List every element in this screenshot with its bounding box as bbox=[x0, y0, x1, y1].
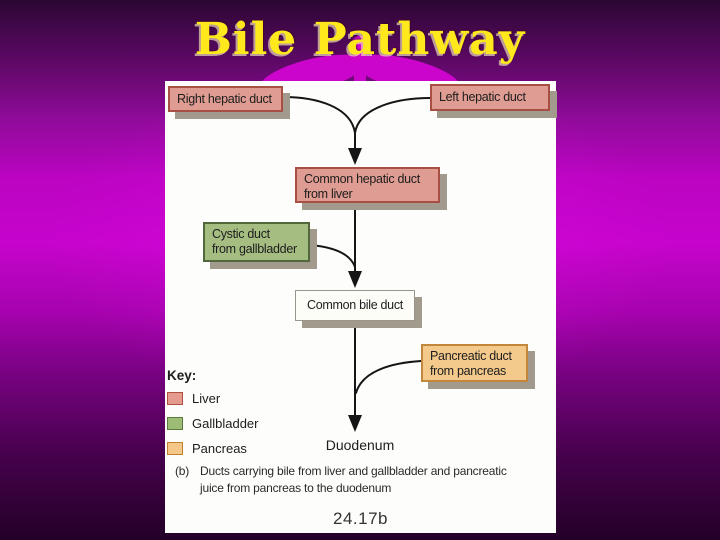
key-item-gallbladder: Gallbladder bbox=[167, 415, 259, 431]
caption-text: Ducts carrying bile from liver and gallb… bbox=[200, 463, 507, 496]
node-label-line1: Cystic duct bbox=[212, 227, 270, 241]
caption-line1: Ducts carrying bile from liver and gallb… bbox=[200, 464, 507, 478]
node-label-line2: from gallbladder bbox=[212, 242, 297, 256]
connector-left-hepatic bbox=[354, 97, 431, 134]
connector-pancreatic bbox=[355, 360, 422, 394]
liver-color-swatch bbox=[167, 391, 183, 405]
caption-prefix: (b) bbox=[175, 464, 190, 478]
node-label-line2: from pancreas bbox=[430, 364, 506, 378]
connector-right-hepatic bbox=[282, 96, 356, 134]
node-left-hepatic-duct: Left hepatic duct bbox=[430, 84, 550, 111]
caption-line2: juice from pancreas to the duodenum bbox=[200, 480, 392, 495]
node-pancreatic-duct: Pancreatic duct from pancreas bbox=[421, 344, 528, 382]
node-common-hepatic-duct: Common hepatic duct from liver bbox=[295, 167, 440, 203]
key-item-pancreas: Pancreas bbox=[167, 440, 259, 456]
node-cystic-duct: Cystic duct from gallbladder bbox=[203, 222, 310, 262]
duodenum-label: Duodenum bbox=[325, 437, 395, 453]
flow-connector-lines bbox=[282, 96, 431, 432]
node-label: Common bile duct bbox=[307, 298, 403, 312]
key-label: Liver bbox=[192, 390, 221, 406]
node-label: Left hepatic duct bbox=[439, 90, 526, 104]
diagram-panel: Right hepatic duct Left hepatic duct Com… bbox=[165, 81, 556, 533]
key-label: Pancreas bbox=[192, 440, 247, 456]
gallbladder-color-swatch bbox=[167, 416, 183, 430]
node-right-hepatic-duct: Right hepatic duct bbox=[168, 86, 283, 112]
arrowhead-to-common-hepatic bbox=[348, 148, 362, 165]
figure-number: 24.17b bbox=[333, 509, 388, 528]
connector-cystic bbox=[309, 244, 356, 268]
arrowhead-to-common-bile bbox=[348, 271, 362, 288]
key-label: Gallbladder bbox=[192, 415, 259, 431]
figure-caption: (b) Ducts carrying bile from liver and g… bbox=[175, 463, 553, 496]
slide-title: Bile Pathway bbox=[194, 14, 526, 65]
pancreas-color-swatch bbox=[167, 441, 183, 455]
node-label-line1: Common hepatic duct bbox=[304, 172, 420, 186]
key-item-liver: Liver bbox=[167, 390, 259, 406]
color-key: Key: Liver Gallbladder Pancreas bbox=[167, 368, 259, 466]
node-label-line2: from liver bbox=[304, 187, 353, 201]
arrowhead-to-duodenum bbox=[348, 415, 362, 432]
key-heading: Key: bbox=[167, 368, 197, 383]
node-label: Right hepatic duct bbox=[177, 91, 272, 106]
node-label-line1: Pancreatic duct bbox=[430, 349, 512, 363]
node-common-bile-duct: Common bile duct bbox=[295, 290, 415, 321]
